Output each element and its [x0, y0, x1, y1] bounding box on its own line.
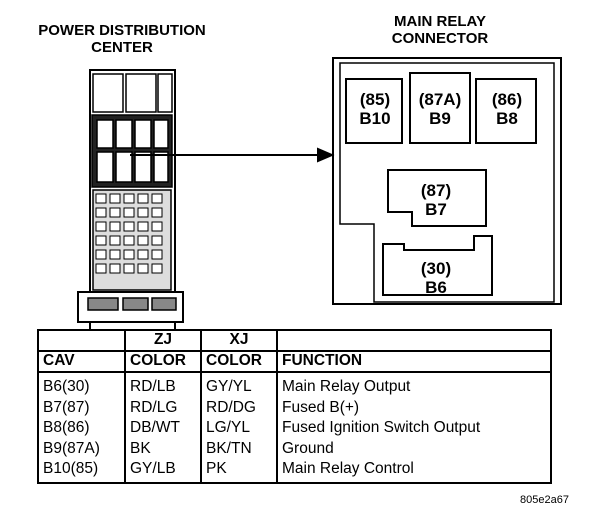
- function-header: FUNCTION: [276, 350, 552, 373]
- xj-color-cell: BK/TN: [206, 439, 252, 457]
- xj-color-cell: LG/YL: [206, 419, 250, 436]
- pdc-title-line1: POWER DISTRIBUTION: [38, 22, 206, 39]
- relay-title-line2: CONNECTOR: [391, 30, 489, 47]
- xj-header: XJ: [200, 329, 278, 352]
- zj-color-cell: GY/LB: [130, 460, 176, 477]
- function-cell: Ground: [282, 439, 334, 457]
- zj-color-column: RD/LB RD/LG DB/WT BK GY/LB: [124, 371, 202, 484]
- cav-column: B6(30) B7(87) B8(86) B9(87A) B10(85): [37, 371, 126, 484]
- pointer-arrow: [130, 147, 335, 163]
- relay-title: MAIN RELAY CONNECTOR: [365, 13, 515, 47]
- zj-color-header: COLOR: [124, 350, 202, 373]
- pin-b6-func: (30): [420, 259, 452, 278]
- pin-b6: (30) B6: [410, 259, 462, 297]
- function-cell: Fused Ignition Switch Output: [282, 419, 481, 436]
- zj-color-cell: RD/LG: [130, 398, 178, 416]
- function-cell: Fused B(+): [282, 398, 360, 416]
- xj-color-column: GY/YL RD/DG LG/YL BK/TN PK: [200, 371, 278, 484]
- pin-b9-cav: B9: [429, 109, 451, 128]
- function-cell: Main Relay Control: [282, 460, 414, 477]
- pin-b7: (87) B7: [410, 181, 462, 219]
- wiring-table: ZJ XJ CAV COLOR COLOR FUNCTION B6(30) B7…: [37, 329, 552, 484]
- relay-title-line1: MAIN RELAY: [394, 13, 486, 30]
- zj-header: ZJ: [124, 329, 202, 352]
- xj-color-cell: RD/DG: [206, 398, 256, 416]
- figure-id: 805e2a67: [520, 494, 569, 506]
- connector-drawing: [332, 57, 562, 305]
- blank-header-cell: [37, 329, 126, 352]
- pin-b8: (86) B8: [479, 90, 535, 128]
- cav-cell: B9(87A): [43, 439, 100, 457]
- pin-b10: (85) B10: [353, 90, 397, 128]
- blank-header-cell: [276, 329, 552, 352]
- xj-color-header: COLOR: [200, 350, 278, 373]
- pin-b8-func: (86): [491, 90, 523, 109]
- cav-header: CAV: [37, 350, 126, 373]
- pin-b7-cav: B7: [425, 200, 447, 219]
- pdc-drawing: [77, 69, 184, 330]
- pdc-title: POWER DISTRIBUTION CENTER: [12, 22, 232, 56]
- function-column: Main Relay Output Fused B(+) Fused Ignit…: [276, 371, 552, 484]
- cav-cell: B7(87): [43, 398, 90, 416]
- pin-b10-cav: B10: [359, 109, 391, 128]
- pin-b9-func: (87A): [418, 90, 462, 109]
- cav-cell: B10(85): [43, 460, 99, 477]
- pin-b6-cav: B6: [425, 278, 447, 297]
- diagram-drawing: [77, 57, 562, 330]
- pin-b8-cav: B8: [496, 109, 518, 128]
- xj-color-cell: GY/YL: [206, 378, 252, 395]
- zj-color-cell: RD/LB: [130, 378, 176, 395]
- xj-color-cell: PK: [206, 460, 227, 477]
- cav-cell: B6(30): [43, 378, 90, 395]
- pdc-title-line2: CENTER: [91, 39, 153, 56]
- function-cell: Main Relay Output: [282, 378, 411, 395]
- pin-b10-func: (85): [359, 90, 391, 109]
- zj-color-cell: DB/WT: [130, 419, 180, 436]
- pin-b7-func: (87): [420, 181, 452, 200]
- cav-cell: B8(86): [43, 419, 90, 436]
- zj-color-cell: BK: [130, 439, 151, 457]
- pin-b9: (87A) B9: [410, 90, 470, 128]
